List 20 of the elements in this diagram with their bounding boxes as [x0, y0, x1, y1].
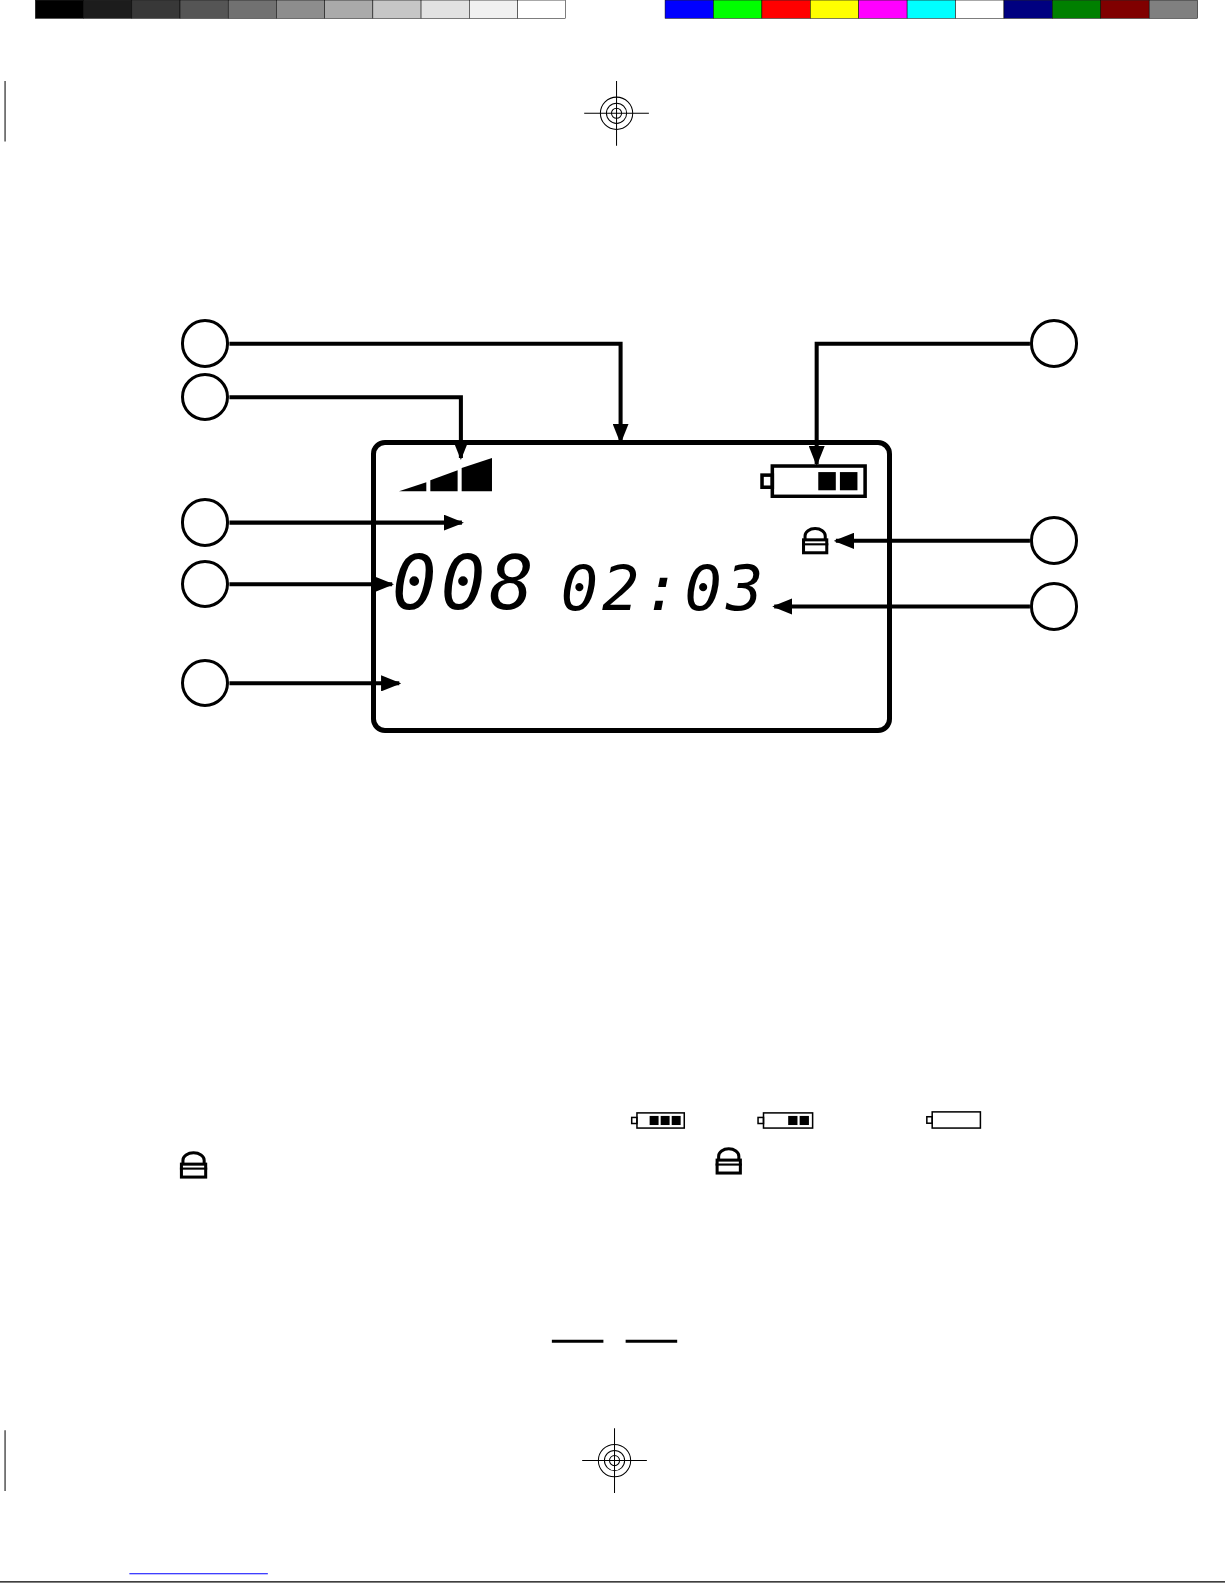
callout-circle — [180, 659, 230, 708]
callout-circle — [180, 319, 230, 368]
callout-circle — [1029, 582, 1079, 631]
battery-icon — [760, 463, 868, 499]
leader-arrow — [229, 395, 469, 460]
callout-circle — [180, 498, 230, 547]
callout-circle — [1029, 516, 1079, 565]
leader-arrow — [808, 341, 1030, 467]
callout-circle — [1029, 319, 1079, 368]
leader-arrow — [772, 598, 1030, 615]
lcd-screen — [370, 439, 893, 733]
signal-strength-icon — [399, 457, 493, 494]
leader-arrow — [229, 576, 395, 593]
leader-arrow — [229, 514, 464, 531]
callout-circle — [180, 372, 230, 422]
lcd-digits: 02:03 — [553, 553, 775, 625]
leader-arrow — [833, 532, 1030, 549]
leader-arrow — [229, 675, 402, 692]
lcd-digits: 008 — [392, 541, 534, 625]
callout-circle — [180, 559, 230, 609]
